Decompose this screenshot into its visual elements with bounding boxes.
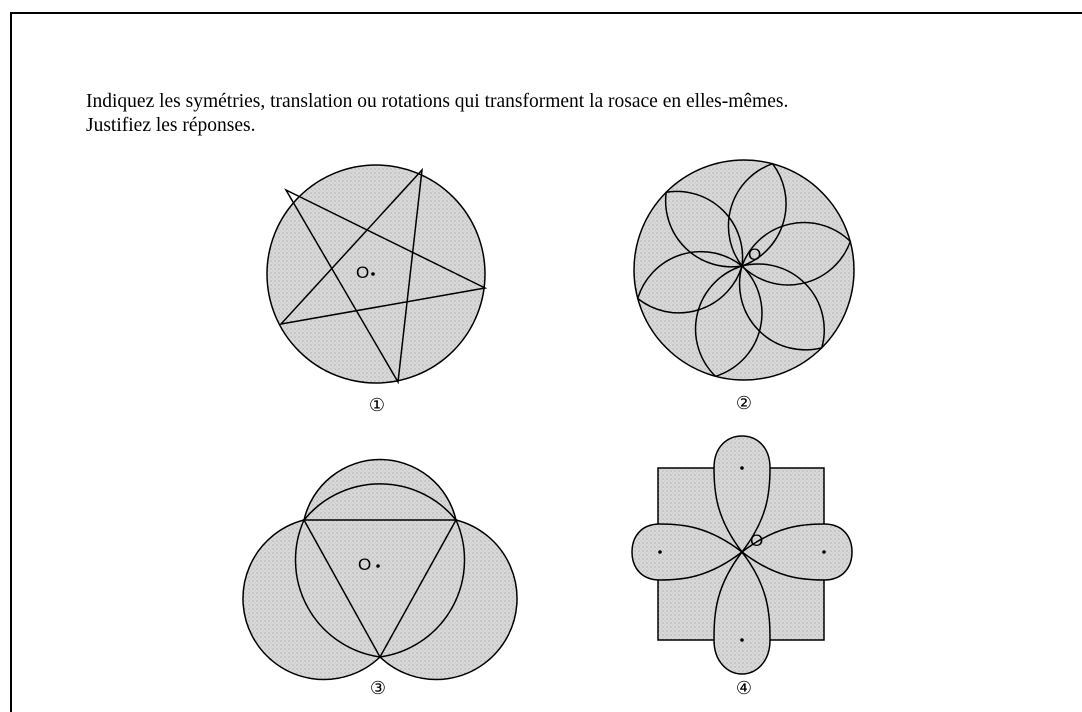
figure-4-center-point	[740, 550, 744, 554]
figure-2-petals	[636, 162, 852, 378]
figure-4-number: ④	[735, 678, 753, 699]
figure-4-center-label: O	[750, 531, 763, 550]
figure-3-center-point	[376, 564, 380, 568]
figure-2-number: ②	[735, 393, 753, 414]
figure-2-petal-rosette: O	[632, 156, 856, 386]
figure-2-petal	[636, 250, 743, 314]
figure-3-center-label: O	[358, 555, 371, 574]
figure-3-triangle-rosette: O	[242, 436, 518, 681]
figure-2-center-label: O	[748, 245, 761, 264]
figure-2-petal	[741, 221, 852, 286]
figure-1-center-point	[371, 272, 375, 276]
figure-1-center-label: O	[356, 263, 369, 282]
exercise-instructions: Indiquez les symétries, translation ou r…	[86, 90, 1046, 138]
instruction-line-2: Justifiez les réponses.	[86, 115, 256, 136]
figure-2-petal	[664, 190, 744, 268]
figure-2-petal	[694, 265, 763, 378]
page-frame	[10, 12, 1082, 712]
figure-1-pentagram-rosette: O	[266, 160, 488, 386]
instruction-line-1: Indiquez les symétries, translation ou r…	[86, 91, 789, 112]
figure-2-petal	[738, 263, 825, 351]
figure-4-square-rosette: O	[630, 434, 862, 690]
figure-1-number: ①	[368, 395, 386, 416]
figure-3-number: ③	[369, 678, 387, 699]
figure-2-petal	[727, 162, 787, 267]
